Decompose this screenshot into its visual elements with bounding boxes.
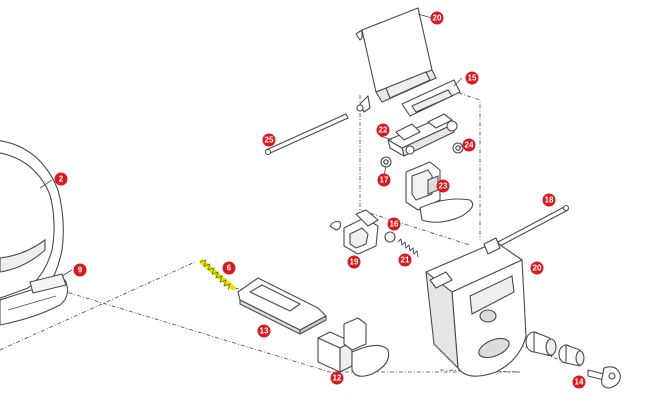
svg-text:20: 20 <box>533 264 542 273</box>
callout-17: 17 <box>377 173 391 187</box>
part-6-spring <box>199 259 236 291</box>
callout-19: 19 <box>347 255 361 269</box>
callout-6: 6 <box>222 261 236 275</box>
part-20-lid-plate <box>355 7 437 113</box>
callout-22: 22 <box>376 123 390 137</box>
part-18-rod <box>497 204 570 247</box>
part-23-latch-hook <box>405 161 474 223</box>
svg-text:6: 6 <box>227 264 232 273</box>
callout-14: 14 <box>572 375 586 389</box>
svg-text:12: 12 <box>333 374 342 383</box>
part-25-pin-rod <box>264 113 349 156</box>
part-14-lock-cylinder <box>525 331 585 367</box>
svg-text:16: 16 <box>390 220 399 229</box>
callout-20-bottom: 20 <box>530 261 544 275</box>
svg-text:23: 23 <box>439 182 448 191</box>
callout-25: 25 <box>262 133 276 147</box>
part-12-latch-button <box>317 317 390 377</box>
part-21-spring <box>397 238 419 258</box>
callout-13: 13 <box>257 324 271 338</box>
part-22-hinge <box>387 113 458 157</box>
key <box>587 366 621 389</box>
svg-text:20: 20 <box>433 14 442 23</box>
svg-text:17: 17 <box>380 176 389 185</box>
svg-text:9: 9 <box>78 266 83 275</box>
callout-18: 18 <box>542 193 556 207</box>
svg-text:24: 24 <box>465 141 474 150</box>
svg-text:18: 18 <box>545 196 554 205</box>
callout-9: 9 <box>73 263 87 277</box>
part-13-latch-plate <box>237 277 327 335</box>
svg-text:22: 22 <box>379 126 388 135</box>
part-19-lock-cam <box>329 209 379 255</box>
svg-text:15: 15 <box>468 74 477 83</box>
callout-21: 21 <box>398 253 412 267</box>
part-24-nut <box>452 142 464 154</box>
callout-23: 23 <box>436 179 450 193</box>
callout-12: 12 <box>330 371 344 385</box>
svg-text:13: 13 <box>260 327 269 336</box>
svg-text:19: 19 <box>350 258 359 267</box>
part-20-lock-housing <box>425 237 527 377</box>
callout-24: 24 <box>462 138 476 152</box>
svg-text:2: 2 <box>59 175 64 184</box>
svg-text:21: 21 <box>401 256 410 265</box>
callout-16: 16 <box>387 217 401 231</box>
svg-text:25: 25 <box>265 136 274 145</box>
part-15-badge <box>401 79 461 117</box>
callout-2: 2 <box>54 172 68 186</box>
part-16-ball <box>384 231 396 243</box>
svg-text:14: 14 <box>575 378 584 387</box>
part-17-nut <box>380 156 392 168</box>
part-2-case-shell <box>0 140 69 326</box>
callout-15: 15 <box>465 71 479 85</box>
callout-20-top: 20 <box>430 11 444 25</box>
